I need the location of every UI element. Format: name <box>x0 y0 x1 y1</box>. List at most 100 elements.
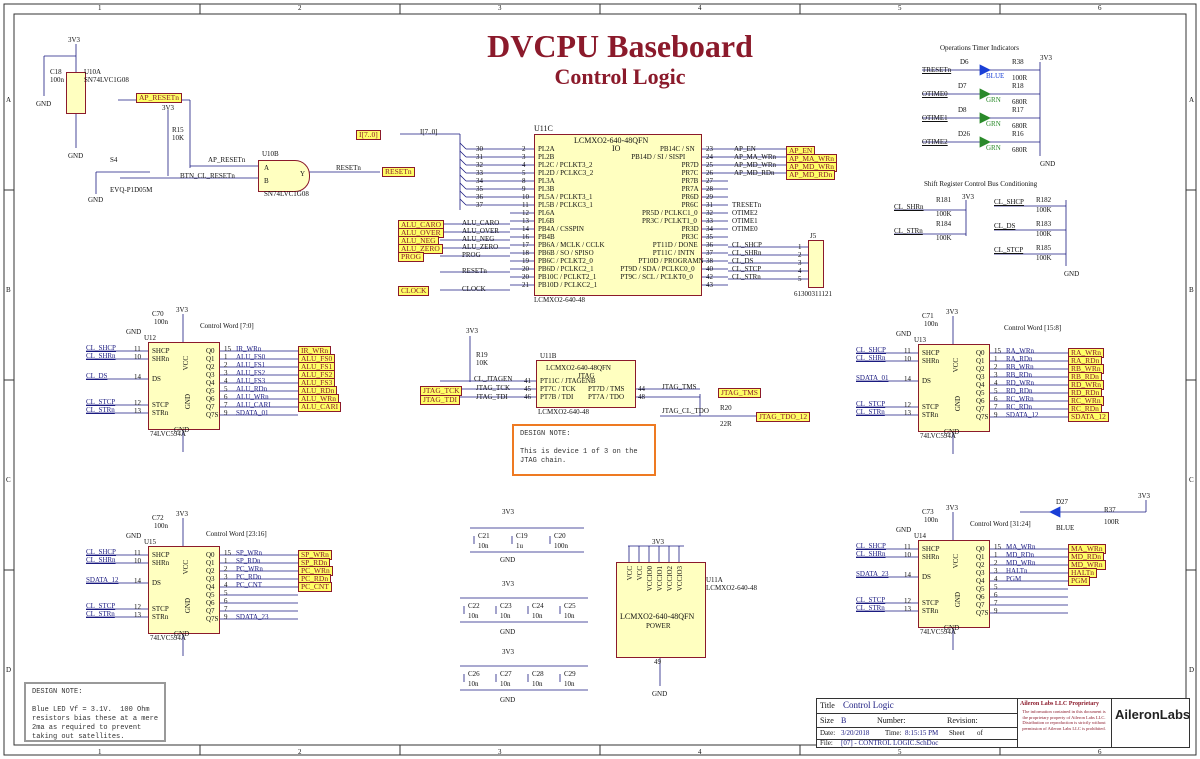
tb-size: B <box>841 716 847 725</box>
u15-cap: C72 <box>152 514 164 522</box>
caps-row1-val-2: 100n <box>554 542 568 550</box>
u10a-cap: C18 <box>50 68 62 76</box>
u15-qnum-3: 3 <box>224 573 228 581</box>
u11c-rpinnum-16: 42 <box>706 273 713 281</box>
shift-in-0: CL_SHRn <box>894 203 924 211</box>
u11c-rpinnum-2: 25 <box>706 161 713 169</box>
u12-qnum-7: 7 <box>224 401 228 409</box>
u11c-pinnum-13: 18 <box>522 249 529 257</box>
u11c-pinnum-10: 14 <box>522 225 529 233</box>
u14-q-7: Q7 <box>976 601 985 609</box>
border-col-6: 6 <box>1098 4 1102 12</box>
u10b-y: Y <box>300 170 306 178</box>
u11c-pin-19-14: PB6C / PCLKT2_0 <box>538 257 593 265</box>
led-r-0: R38 <box>1012 58 1024 66</box>
u15-3v3: 3V3 <box>176 510 189 518</box>
net-ap-reset-2: AP_RESETn <box>208 156 246 164</box>
u11c-rpin-4: PR7B <box>681 177 699 185</box>
led-symbol-1 <box>979 88 991 100</box>
u13-q-4: Q4 <box>976 381 985 389</box>
u14-pinnum-1: 10 <box>904 551 911 559</box>
tb-title: Control Logic <box>843 700 894 710</box>
u13-part: 74LVC594A <box>920 432 956 440</box>
u14-qnum-3: 3 <box>994 567 998 575</box>
u12-q-7: Q7 <box>206 403 215 411</box>
border-col-4: 4 <box>698 4 702 12</box>
j5-pin-4: 4 <box>798 267 802 275</box>
u11c-rpin-12: PT11D / DONE <box>652 241 698 249</box>
netlabel-mid-6: CL_DS <box>732 257 754 265</box>
u13-qnum-4: 4 <box>994 379 998 387</box>
border-col-bottom-2: 2 <box>298 748 302 756</box>
u11c-rpin-14: PT10D / PROGRAMN <box>638 257 704 265</box>
u14-capgnd: GND <box>896 526 912 534</box>
u13-qnum-2: 2 <box>994 363 998 371</box>
border-col-bottom-6: 6 <box>1098 748 1102 756</box>
u15-out-4: PC_CNT <box>298 582 332 592</box>
u15-qnum-2: 2 <box>224 565 228 573</box>
u14-gndlbl: GND <box>954 592 962 608</box>
d27-symbol <box>1049 506 1061 518</box>
u15-q-1: Q1 <box>206 559 215 567</box>
u13-in-2: SDATA_01 <box>856 374 889 382</box>
shift-out-2: CL_STCP <box>994 246 1024 254</box>
u15-qnum-4: 4 <box>224 581 228 589</box>
u12-qnum-5: 5 <box>224 385 228 393</box>
tb-title-label: Title <box>820 701 835 710</box>
u14-qnum-6: 6 <box>994 591 998 599</box>
netlabel-mid-5: CL_SHRn <box>732 249 762 257</box>
u15-q-2: Q2 <box>206 567 215 575</box>
u10a-gnd2: GND <box>68 152 84 160</box>
led-rv-3: 680R <box>1012 146 1028 154</box>
u15-q-3: Q3 <box>206 575 215 583</box>
u13-out-label-7: RC_RDn <box>1006 403 1033 411</box>
u11c-rpinnum-5: 28 <box>706 185 713 193</box>
netlabel-ap_en: AP_EN <box>734 145 756 153</box>
u12-vcc: VCC <box>182 356 190 371</box>
u11c-pin-9-5: PL3B <box>538 185 555 193</box>
u13-out-label-0: RA_WRn <box>1006 347 1034 355</box>
u12-out-label-7: ALU_CARI <box>236 401 271 409</box>
led-color-1: GRN <box>986 96 1001 104</box>
u10b-part: SN74LVC1G08 <box>264 190 309 198</box>
u11a-3v3: 3V3 <box>652 538 665 546</box>
border-col-5: 5 <box>898 4 902 12</box>
u14-qnum-8: 9 <box>994 607 998 615</box>
u13-out-label-4: RD_WRn <box>1006 379 1034 387</box>
u15-qnum-0: 15 <box>224 549 231 557</box>
netlabel-jtag-tdi: JTAG_TDI <box>476 393 508 401</box>
u13-qnum-1: 1 <box>994 355 998 363</box>
u14-pin-shcp: SHCP <box>922 545 940 553</box>
netlabel-jtag-cl-tdo: JTAG_CL_TDO <box>662 407 709 415</box>
u11c-rpinnum-1: 24 <box>706 153 713 161</box>
u11c-pin-4-2: PL2C / PCLKT3_2 <box>538 161 593 169</box>
u14-out-label-1: MD_RDn <box>1006 551 1035 559</box>
u11a-body <box>616 562 706 658</box>
s4-part: EVQ-P1D05M <box>110 186 153 194</box>
u14-q-5: Q5 <box>976 585 985 593</box>
border-row-right-D: D <box>1189 666 1195 674</box>
reset-3v3: 3V3 <box>162 104 175 112</box>
u11b-pin-41: PT11C / JTAGENB <box>540 377 596 385</box>
u11c-rpin-11: PR3C <box>681 233 699 241</box>
s4-gnd: GND <box>88 196 104 204</box>
u11a-pin-4: VCCIO2 <box>666 566 674 592</box>
section-timer: Operations Timer Indicators <box>940 44 1019 52</box>
u11c-pin-2-0: PL2A <box>538 145 555 153</box>
u15-out-label-3: PC_RDn <box>236 573 262 581</box>
bus-entry-4 <box>459 174 467 182</box>
shift-out-0: CL_SHCP <box>994 198 1024 206</box>
u14-out-4: PGM <box>1068 576 1091 586</box>
u14-cap: C73 <box>922 508 934 516</box>
u11b-body <box>536 360 636 408</box>
led-color-0: BLUE <box>986 72 1005 80</box>
caps-gnd-3: GND <box>500 696 516 704</box>
u12-capval: 100n <box>154 318 168 326</box>
u11b-sub: JTAG <box>578 372 595 380</box>
u14-q-8: Q7S <box>976 609 989 617</box>
u12-q-2: Q2 <box>206 363 215 371</box>
caps-row2-val-0: 10n <box>468 612 479 620</box>
u15-out-label-8: SDATA_23 <box>236 613 269 621</box>
u11c-pinnum-6: 10 <box>522 193 529 201</box>
net-resetn: RESETn <box>382 167 415 177</box>
